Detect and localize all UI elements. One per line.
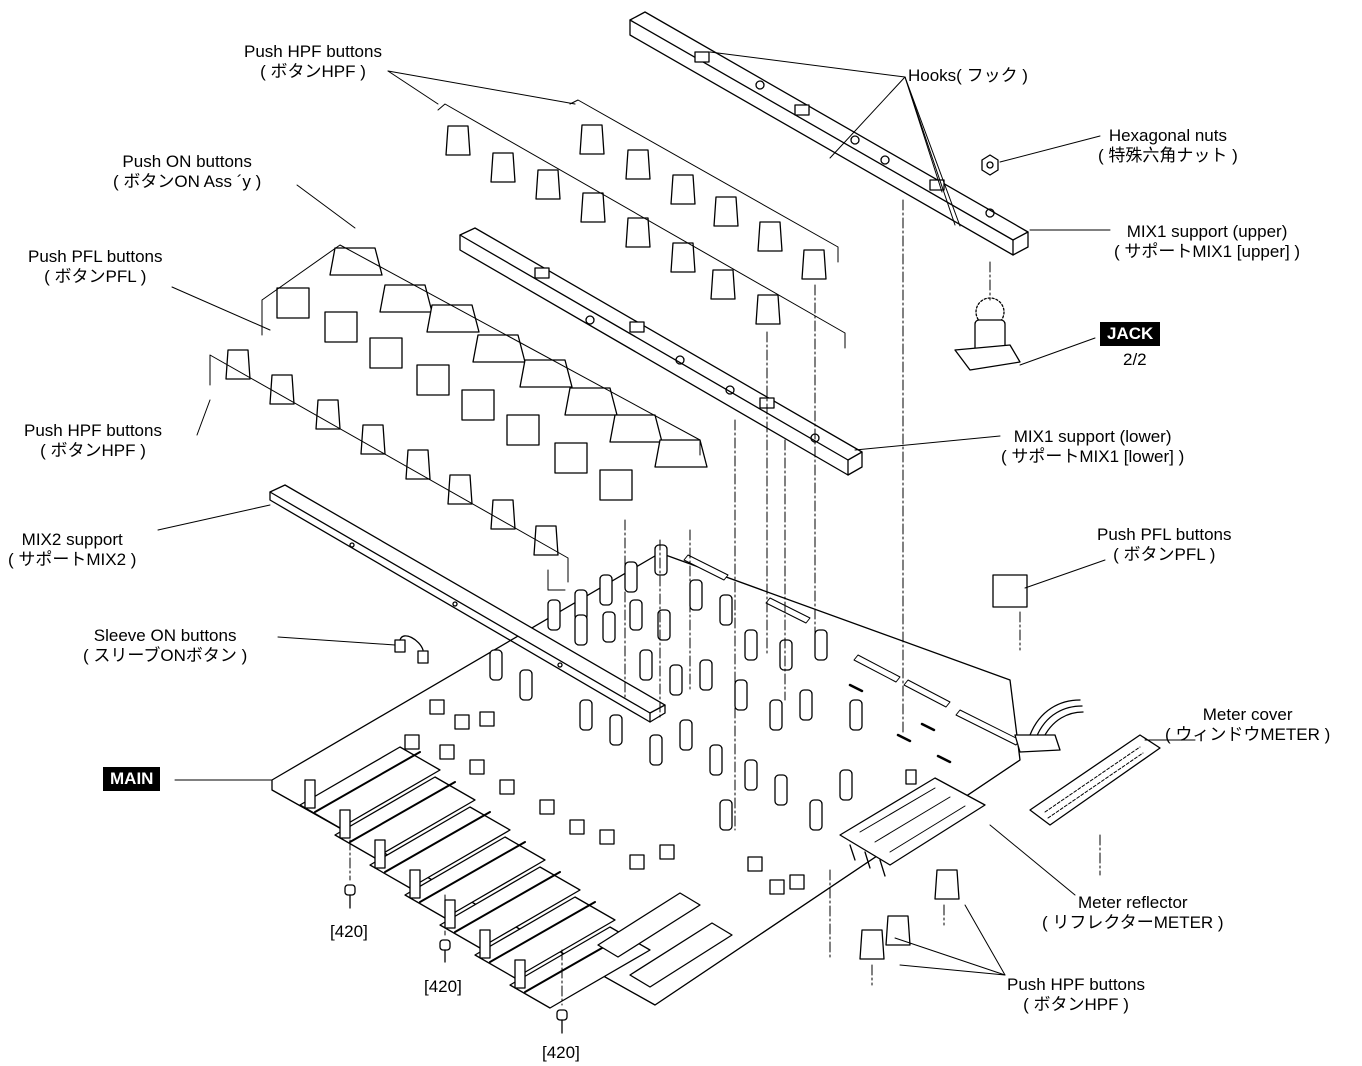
- on-buttons: [329, 247, 708, 468]
- pfl-button-right: [992, 574, 1028, 608]
- faders: [299, 746, 733, 1009]
- meter-cover-jp: ( ウィンドウMETER ): [1165, 725, 1331, 744]
- mix1-upper-support: [629, 11, 1029, 256]
- hexnut-en: Hexagonal nuts: [1108, 126, 1227, 145]
- hpf-top-jp: ( ボタンHPF ): [260, 62, 366, 81]
- jack-tag: JACK: [1100, 322, 1161, 346]
- mix2-support: [269, 484, 666, 723]
- meter-cover-en: Meter cover: [1202, 705, 1293, 724]
- meter-refl-label: Meter reflector ( リフレクターMETER ): [1042, 893, 1224, 933]
- on-jp: ( ボタンON Ass ´y ): [113, 172, 262, 191]
- jack-sub: 2/2: [1123, 350, 1147, 369]
- screws: [344, 884, 568, 1034]
- mix1-lower-jp: ( サポートMIX1 [lower] ): [1001, 447, 1185, 466]
- mix2-jp: ( サポートMIX2 ): [8, 550, 137, 569]
- pin-headers: [683, 554, 1021, 764]
- leader-lines: [157, 51, 1196, 976]
- mix1-upper-label: MIX1 support (upper) ( サポートMIX1 [upper] …: [1114, 222, 1300, 262]
- meter-reflector: [839, 769, 986, 877]
- pfl-left-label: Push PFL buttons ( ボタンPFL ): [28, 247, 163, 287]
- mix1-lower-label: MIX1 support (lower) ( サポートMIX1 [lower] …: [1001, 427, 1184, 467]
- screw-label-3: [420]: [542, 1043, 580, 1062]
- bracket-lines: [209, 99, 846, 591]
- hpf-bottom-en: Push HPF buttons: [1007, 975, 1145, 994]
- pfl-buttons-left: [276, 287, 633, 501]
- on-en: Push ON buttons: [122, 152, 252, 171]
- hpf-left-en: Push HPF buttons: [24, 421, 162, 440]
- sleeve-jp: ( スリーブONボタン ): [83, 646, 248, 665]
- screw-label-1: [420]: [330, 922, 368, 941]
- meter-cover-label: Meter cover ( ウィンドウMETER ): [1165, 705, 1330, 745]
- hpf-left-label: Push HPF buttons ( ボタンHPF ): [24, 421, 162, 461]
- meter-cover: [1029, 734, 1161, 826]
- pfl-right-jp: ( ボタンPFL ): [1113, 545, 1216, 564]
- hpf-top-label: Push HPF buttons ( ボタンHPF ): [244, 42, 382, 82]
- assembly-lines: [349, 199, 1101, 1006]
- hpf-left-jp: ( ボタンHPF ): [40, 441, 146, 460]
- main-tag: MAIN: [103, 767, 161, 791]
- sleeve-label: Sleeve ON buttons ( スリーブONボタン ): [83, 626, 247, 666]
- jack-part: [954, 297, 1021, 371]
- hpf-bottom-label: Push HPF buttons ( ボタンHPF ): [1007, 975, 1145, 1015]
- pfl-left-jp: ( ボタンPFL ): [44, 267, 147, 286]
- mix1-upper-en: MIX1 support (upper): [1126, 222, 1288, 241]
- hex-nut: [981, 154, 999, 176]
- hpf-buttons-bottom: [859, 869, 960, 960]
- hpf-buttons-left: [225, 349, 559, 556]
- meter-refl-jp: ( リフレクターMETER ): [1042, 913, 1224, 932]
- knob-pots: [489, 544, 863, 831]
- hpf-bottom-jp: ( ボタンHPF ): [1023, 995, 1129, 1014]
- mix1-lower-en: MIX1 support (lower): [1013, 427, 1172, 446]
- small-switches: [404, 699, 805, 895]
- pfl-right-en: Push PFL buttons: [1097, 525, 1232, 544]
- sleeve-en: Sleeve ON buttons: [93, 626, 237, 645]
- hpf-top-en: Push HPF buttons: [244, 42, 382, 61]
- on-label: Push ON buttons ( ボタンON Ass ´y ): [113, 152, 261, 192]
- hpf-buttons-top: [445, 124, 827, 325]
- pfl-left-en: Push PFL buttons: [28, 247, 163, 266]
- sleeve-on-buttons: [394, 635, 429, 664]
- hexnut-jp: ( 特殊六角ナット ): [1098, 146, 1238, 165]
- meter-refl-en: Meter reflector: [1078, 893, 1188, 912]
- hexnut-label: Hexagonal nuts ( 特殊六角ナット ): [1098, 126, 1238, 166]
- mix2-label: MIX2 support ( サポートMIX2 ): [8, 530, 136, 570]
- mix1-lower-support: [459, 227, 863, 476]
- mix1-upper-jp: ( サポートMIX1 [upper] ): [1114, 242, 1301, 261]
- pfl-right-label: Push PFL buttons ( ボタンPFL ): [1097, 525, 1232, 565]
- wire-harness: [1014, 699, 1084, 753]
- hooks-label: Hooks( フック ): [908, 66, 1028, 85]
- mix2-en: MIX2 support: [21, 530, 123, 549]
- screw-label-2: [420]: [424, 977, 462, 996]
